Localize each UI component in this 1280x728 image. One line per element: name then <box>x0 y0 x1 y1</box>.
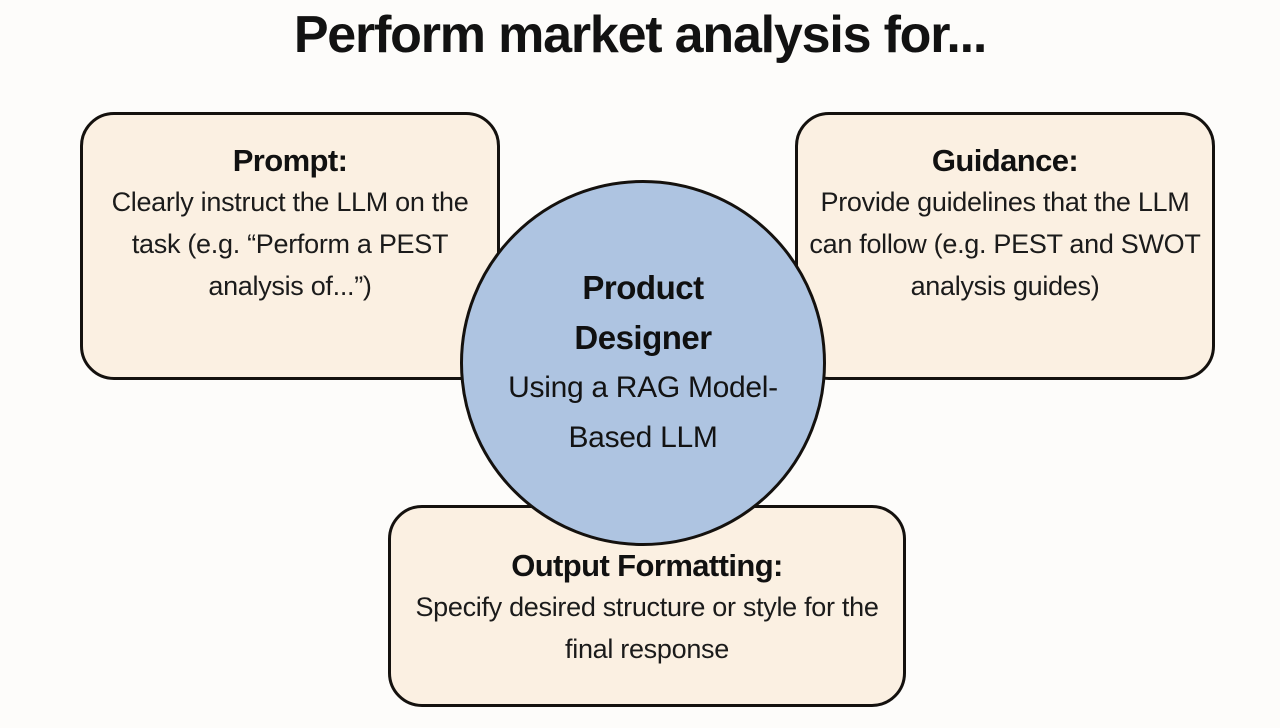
card-guidance: Guidance: Provide guidelines that the LL… <box>795 112 1215 380</box>
page-title: Perform market analysis for... <box>293 6 988 64</box>
card-prompt: Prompt: Clearly instruct the LLM on the … <box>80 112 500 380</box>
center-node-title-line-1: Product <box>582 269 704 306</box>
center-node-title-line-2: Designer <box>574 319 712 356</box>
card-guidance-body: Provide guidelines that the LLM can foll… <box>809 187 1201 301</box>
card-output-formatting-body: Specify desired structure or style for t… <box>415 592 879 664</box>
center-node-product-designer: Product Designer Using a RAG Model-Based… <box>460 180 826 546</box>
card-prompt-body: Clearly instruct the LLM on the task (e.… <box>111 187 469 301</box>
card-output-formatting-heading: Output Formatting: <box>511 548 783 583</box>
card-prompt-heading: Prompt: <box>232 143 348 178</box>
card-guidance-heading: Guidance: <box>931 143 1079 178</box>
center-node-subtitle: Using a RAG Model-Based LLM <box>508 371 778 454</box>
